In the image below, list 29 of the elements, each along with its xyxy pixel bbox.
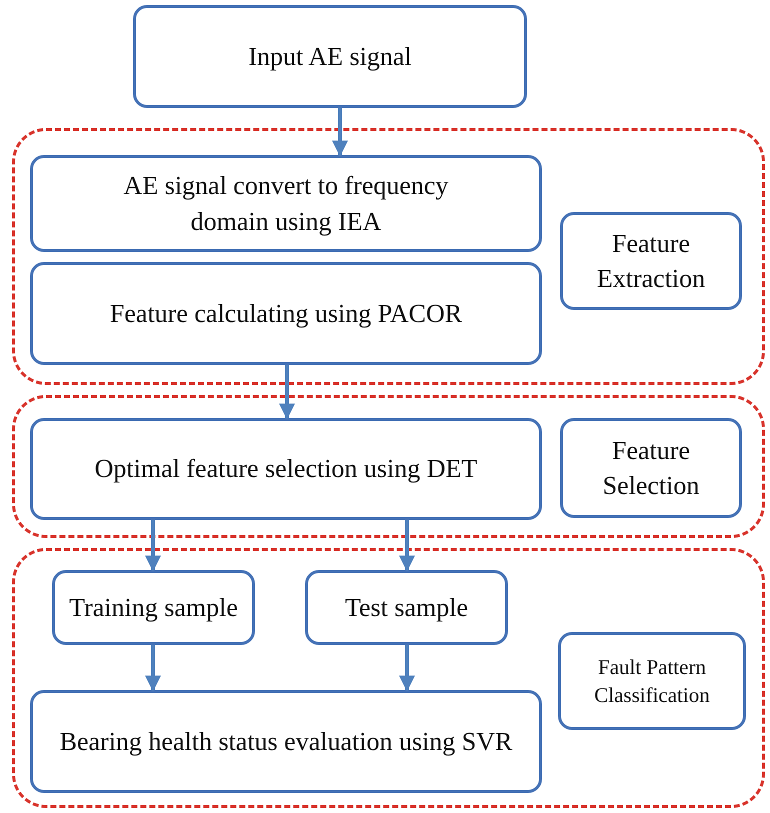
box-label: Optimal feature selection using DET [94, 453, 478, 486]
dashed-group-frame [12, 395, 765, 538]
box-label: Training sample [68, 592, 239, 624]
dashed-group-frame [12, 548, 765, 808]
arrow [145, 520, 161, 572]
process-box [30, 262, 542, 365]
arrow [145, 645, 161, 692]
box-label: Bearing health status evaluation using SVR [58, 726, 514, 758]
process-box [560, 212, 742, 310]
box-label: Feature calculating using PACOR [108, 298, 464, 330]
box-label: Test sample [344, 592, 470, 624]
process-box [30, 418, 542, 520]
box-label: Feature Extraction [596, 228, 706, 295]
process-box [558, 632, 746, 730]
arrow [332, 108, 348, 157]
box-label: Fault Pattern Classification [593, 654, 711, 709]
arrow [399, 520, 415, 572]
dashed-group-frame [12, 128, 765, 385]
box-label: Feature Selection [602, 434, 700, 502]
arrow [399, 645, 415, 692]
box-label: AE signal convert to frequency domain using IEA [122, 170, 450, 238]
process-box [30, 155, 542, 252]
box-label: Input AE signal [247, 40, 413, 73]
process-box [52, 570, 255, 645]
process-box [305, 570, 508, 645]
process-box [133, 5, 527, 108]
process-box [560, 418, 742, 518]
process-box [30, 690, 542, 793]
arrow [279, 365, 295, 420]
